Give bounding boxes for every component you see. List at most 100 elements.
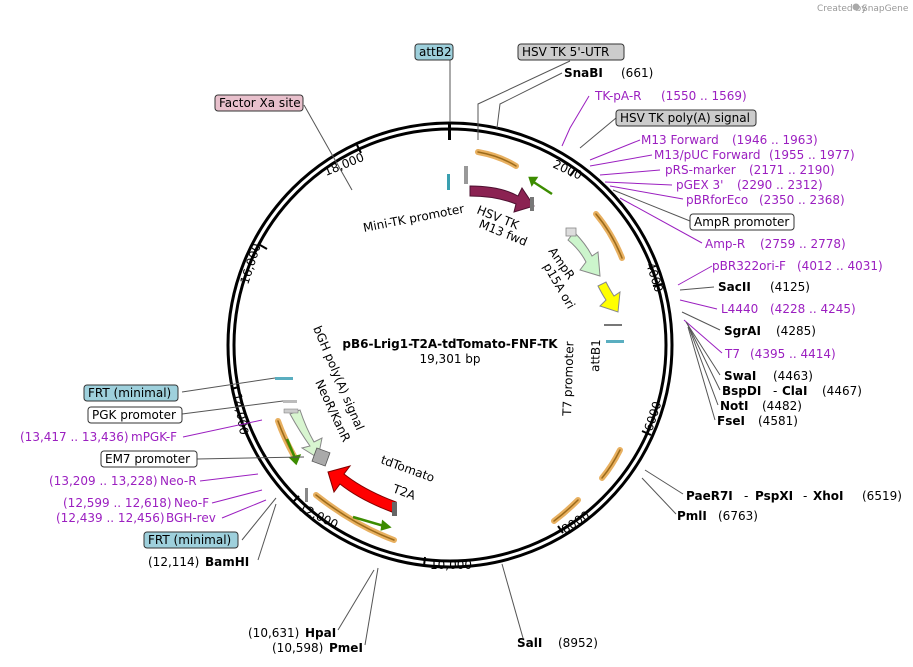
svg-text:BspDI: BspDI [722,384,761,398]
svg-text:BamHI: BamHI [205,555,249,569]
hsv-tk-arrow[interactable] [469,185,535,213]
frt-top-mark [275,377,293,380]
enzyme-pmli[interactable]: PmlI (6763) [677,509,758,523]
enzyme-fsei[interactable]: FseI (4581) [717,414,798,428]
enzyme-pmei[interactable]: (10,598) PmeI [272,641,363,655]
primer-neo-r[interactable]: (13,209 .. 13,228) Neo-R [49,474,197,488]
primer-amp-r[interactable]: Amp-R (2759 .. 2778) [705,237,846,251]
pgk-mark [283,400,297,403]
svg-text:Neo-F: Neo-F [174,496,209,510]
svg-text:pBRforEco: pBRforEco [686,193,748,207]
svg-text:(6519): (6519) [862,489,902,503]
feature-em7[interactable]: EM7 promoter [100,450,198,468]
enzyme-bspdi-clai[interactable]: BspDI - ClaI (4467) [722,384,862,398]
svg-text:PmeI: PmeI [329,641,363,655]
svg-text:L4440: L4440 [721,302,758,316]
svg-text:FseI: FseI [717,414,745,428]
primer-neo-f[interactable]: (12,599 .. 12,618) Neo-F [63,496,209,510]
svg-text:PGK promoter: PGK promoter [92,408,176,422]
svg-text:Amp-R: Amp-R [705,237,745,251]
svg-text:pBR322ori-F: pBR322ori-F [712,259,786,273]
tick-14000: 14,000 [230,392,251,436]
svg-text:(4482): (4482) [762,399,802,413]
primer-m13-puc[interactable]: M13/pUC Forward (1955 .. 1977) [654,148,855,162]
svg-text:(12,114): (12,114) [148,555,199,569]
brand-text: SnapGene [862,4,909,14]
svg-text:SacII: SacII [718,280,751,294]
svg-text:(2171 .. 2190): (2171 .. 2190) [749,163,835,177]
feature-frt-bottom[interactable]: FRT (minimal) [143,531,239,549]
svg-text:TK-pA-R: TK-pA-R [594,89,642,103]
svg-text:M13/pUC Forward: M13/pUC Forward [654,148,761,162]
svg-text:PspXI: PspXI [755,489,793,503]
svg-text:HSV TK 5'-UTR: HSV TK 5'-UTR [522,45,609,59]
enzyme-paer7i-pspxi-xhoi[interactable]: PaeR7I - PspXI - XhoI (6519) [686,489,902,503]
feature-pgk[interactable]: PGK promoter [87,406,183,424]
hsv-utr-mark [464,166,468,184]
tdtomato-arrow[interactable] [327,465,397,513]
svg-text:(4125): (4125) [770,280,810,294]
svg-text:FRT (minimal): FRT (minimal) [88,386,171,400]
svg-text:SgrAI: SgrAI [724,324,761,338]
svg-text:FRT (minimal): FRT (minimal) [148,533,231,547]
feature-factor-xa[interactable]: Factor Xa site [214,94,304,112]
attb2-mark [448,122,451,140]
feature-hsv-utr[interactable]: HSV TK 5'-UTR [517,43,625,61]
primer-pbr322ori-f[interactable]: pBR322ori-F (4012 .. 4031) [712,259,883,273]
primer-m13-forward[interactable]: M13 Forward (1946 .. 1963) [641,133,818,147]
svg-text:(13,417 .. 13,436): (13,417 .. 13,436) [20,430,129,444]
enzyme-swai[interactable]: SwaI (4463) [724,369,813,383]
primer-bgh-rev[interactable]: (12,439 .. 12,456) BGH-rev [56,511,216,525]
tick-marks [230,144,663,567]
plasmid-name: pB6-Lrig1-T2A-tdTomato-FNF-TK [342,337,558,351]
primer-pgex3[interactable]: pGEX 3' (2290 .. 2312) [676,178,823,192]
svg-text:BGH-rev: BGH-rev [166,511,216,525]
svg-text:SalI: SalI [517,636,542,650]
enzyme-sgrai[interactable]: SgrAI (4285) [724,324,816,338]
p15a-ori-arrow[interactable] [597,281,621,313]
svg-text:XhoI: XhoI [813,489,844,503]
enzyme-sali[interactable]: SalI (8952) [517,636,598,650]
feature-hsv-polya[interactable]: HSV TK poly(A) signal [615,109,757,127]
svg-text:(1946 .. 1963): (1946 .. 1963) [732,133,818,147]
primer-prs-marker[interactable]: pRS-marker (2171 .. 2190) [665,163,835,177]
tick-18000: 18,000 [322,150,366,179]
svg-text:attB2: attB2 [419,45,452,59]
primer-pbrforeco[interactable]: pBRforEco (2350 .. 2368) [686,193,845,207]
svg-text:(6763): (6763) [718,509,758,523]
primer-t7[interactable]: T7 (4395 .. 4414) [724,347,836,361]
feature-attb2[interactable]: attB2 [414,43,454,61]
svg-text:(8952): (8952) [558,636,598,650]
label-t7-promoter: T7 promoter [560,341,577,417]
svg-text:-: - [803,489,807,503]
ampr-arrow[interactable] [567,231,601,277]
tick-2000: 2000 [551,157,585,183]
svg-text:(2350 .. 2368): (2350 .. 2368) [759,193,845,207]
credit-text: Created by [817,4,867,14]
ampr-promoter-mark [565,227,577,237]
primer-l4440[interactable]: L4440 (4228 .. 4245) [721,302,856,316]
primer-mpgk-f[interactable]: (13,417 .. 13,436) mPGK-F [20,430,177,444]
bgh-polya-mark [283,408,299,414]
feature-frt-top[interactable]: FRT (minimal) [83,384,179,402]
svg-text:(4395 .. 4414): (4395 .. 4414) [750,347,836,361]
enzyme-bamhi[interactable]: (12,114) BamHI [148,555,249,569]
svg-text:(4285): (4285) [776,324,816,338]
neor-arrow[interactable] [289,409,323,459]
primer-tk-pa-r[interactable]: TK-pA-R (1550 .. 1569) [594,89,747,103]
svg-text:SwaI: SwaI [724,369,756,383]
attb1-mark [606,340,624,343]
m13-fwd-mark [530,197,534,211]
svg-text:PmlI: PmlI [677,509,707,523]
svg-text:(4012 .. 4031): (4012 .. 4031) [797,259,883,273]
enzyme-noti[interactable]: NotI (4482) [720,399,802,413]
enzyme-hpai[interactable]: (10,631) HpaI [248,626,336,640]
enzyme-snabi[interactable]: SnaBI (661) [564,66,653,80]
feature-ampr-promoter[interactable]: AmpR promoter [689,213,795,231]
svg-text:(12,439 .. 12,456): (12,439 .. 12,456) [56,511,165,525]
svg-text:(1955 .. 1977): (1955 .. 1977) [769,148,855,162]
svg-text:Factor Xa site: Factor Xa site [219,96,301,110]
svg-text:AmpR promoter: AmpR promoter [694,215,789,229]
enzyme-sacii[interactable]: SacII (4125) [718,280,810,294]
